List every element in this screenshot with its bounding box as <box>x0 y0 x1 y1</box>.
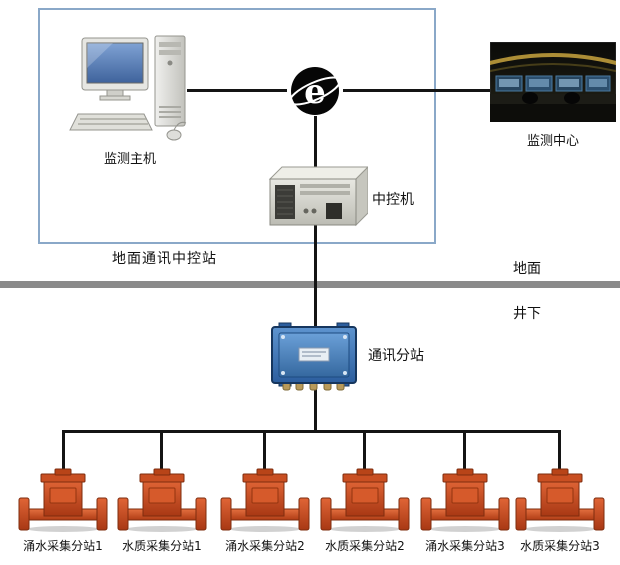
drop-line-2 <box>160 430 163 470</box>
e-globe-icon: e <box>287 63 343 119</box>
station-label-1: 涌水采集分站1 <box>23 539 103 553</box>
mine-junction-box-icon <box>269 322 359 394</box>
flow-sensor-icon-5 <box>420 468 510 532</box>
comm-substation-label: 通讯分站 <box>368 348 424 364</box>
control-server-label: 中控机 <box>372 192 414 208</box>
station-label-2: 水质采集分站1 <box>122 539 202 553</box>
flow-sensor-icon-2 <box>117 468 207 532</box>
ground-station-label: 地面通讯中控站 <box>112 251 217 267</box>
connector-host-to-internet <box>187 89 287 92</box>
flow-sensor-icon-1 <box>18 468 108 532</box>
desktop-computer-icon <box>58 30 193 148</box>
rack-server-icon <box>268 163 368 229</box>
connector-internet-to-server <box>314 116 317 168</box>
station-label-4: 水质采集分站2 <box>325 539 405 553</box>
station-label-5: 涌水采集分站3 <box>425 539 505 553</box>
surface-divider <box>0 281 620 288</box>
station-label-3: 涌水采集分站2 <box>225 539 305 553</box>
flow-sensor-icon-4 <box>320 468 410 532</box>
underground-label: 井下 <box>513 306 541 322</box>
flow-sensor-icon-3 <box>220 468 310 532</box>
drop-line-1 <box>62 430 65 470</box>
connector-server-to-junction <box>314 224 317 326</box>
connector-internet-to-center <box>343 89 490 92</box>
drop-line-6 <box>558 430 561 470</box>
control-room-photo <box>490 42 616 122</box>
station-label-6: 水质采集分站3 <box>520 539 600 553</box>
drop-line-3 <box>263 430 266 470</box>
drop-line-4 <box>363 430 366 470</box>
connector-junction-to-bus <box>314 388 317 433</box>
host-label: 监测主机 <box>103 152 156 167</box>
surface-label: 地面 <box>513 261 541 277</box>
flow-sensor-icon-6 <box>515 468 605 532</box>
monitor-center-label: 监测中心 <box>526 134 579 149</box>
ground-station-boundary <box>38 8 436 244</box>
bus-line <box>62 430 561 433</box>
svg-text:e: e <box>304 72 326 112</box>
drop-line-5 <box>463 430 466 470</box>
